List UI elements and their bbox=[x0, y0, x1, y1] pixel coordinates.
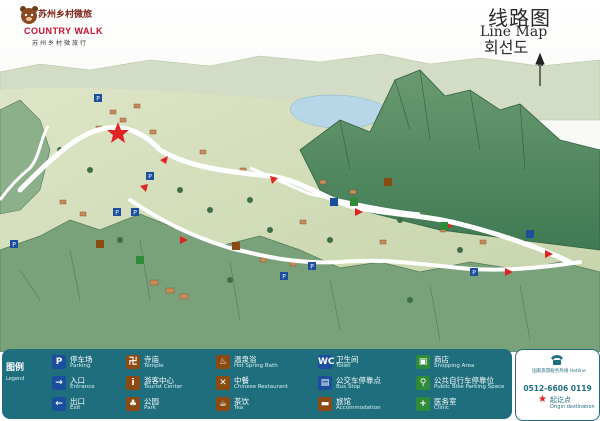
legend-label: 商店 bbox=[434, 355, 449, 364]
svg-text:P: P bbox=[96, 96, 100, 103]
origin-star-icon: ★ bbox=[538, 394, 547, 405]
hotline-text: 国家旅游服务热线 Hotline bbox=[532, 369, 586, 374]
park-icon: ♣ bbox=[126, 397, 140, 411]
restaurant-icon: ✕ bbox=[216, 376, 230, 390]
north-road bbox=[249, 166, 421, 216]
legend-label-en: Chinese Restaurant bbox=[234, 384, 288, 390]
legend-label: 茶饮 bbox=[234, 397, 249, 406]
legend-label-en: Tourist Center bbox=[144, 384, 183, 390]
legend-label-en: Public Bike Parking Space bbox=[434, 384, 505, 390]
svg-text:P: P bbox=[148, 174, 152, 181]
legend-label-en: Clinic bbox=[434, 405, 449, 411]
legend-heading: 图例 Legend bbox=[6, 355, 46, 382]
origin-label: 起讫点 bbox=[550, 396, 571, 404]
parking-icon: P bbox=[52, 355, 66, 369]
bear-mascot-icon bbox=[20, 6, 38, 24]
west-road bbox=[0, 125, 50, 201]
shop-icon: ▣ bbox=[416, 355, 430, 369]
legend-label: 出口 bbox=[70, 397, 85, 406]
hotline-number[interactable]: 0512-6606 0119 bbox=[523, 384, 592, 393]
legend-label-en: Toilet bbox=[336, 363, 351, 369]
map-title-chinese: 线路图 bbox=[488, 6, 551, 30]
legend-label: 停车场 bbox=[70, 355, 93, 364]
bike-icon: ⚲ bbox=[416, 376, 430, 390]
legend-label: 医务室 bbox=[434, 397, 457, 406]
svg-text:P: P bbox=[472, 270, 476, 277]
legend-label: 入口 bbox=[70, 376, 85, 385]
legend-label-en: Exit bbox=[70, 405, 81, 411]
svg-text:P: P bbox=[282, 274, 286, 281]
map-title-korean: 회선도 bbox=[484, 38, 529, 57]
legend-label: 卫生间 bbox=[336, 355, 359, 364]
legend-label-en: Hot Spring Bath bbox=[234, 363, 278, 369]
legend-label-en: Shopping Area bbox=[434, 363, 475, 369]
legend-label-en: Parking bbox=[70, 363, 91, 369]
legend-label: 公园 bbox=[144, 397, 159, 406]
branch-road bbox=[128, 198, 582, 272]
north-arrow bbox=[535, 52, 545, 86]
legend-label-en: Accommodation bbox=[336, 405, 381, 411]
origin-star bbox=[107, 122, 129, 143]
hot-spring-icon: ♨ bbox=[216, 355, 230, 369]
exit-icon: ← bbox=[52, 397, 66, 411]
entrance-icon: → bbox=[52, 376, 66, 390]
tourist-center-icon: i bbox=[126, 376, 140, 390]
contact-panel: 国家旅游服务热线 Hotline 0512-6606 0119 ★ 起讫点 Or… bbox=[515, 349, 600, 421]
telephone-icon bbox=[551, 355, 563, 365]
logo-brand: COUNTRY WALK bbox=[24, 26, 103, 36]
legend-label-en: Tea bbox=[234, 405, 244, 411]
clinic-icon: + bbox=[416, 397, 430, 411]
mountain-south bbox=[0, 213, 600, 352]
legend-title: 图例 bbox=[6, 363, 25, 373]
legend-label: 旅馆 bbox=[336, 397, 351, 406]
svg-text:P: P bbox=[310, 264, 314, 271]
accommodation-icon: ▬ bbox=[318, 397, 332, 411]
legend-label: 公共自行车停靠位 bbox=[434, 376, 494, 385]
legend-label: 中餐 bbox=[234, 376, 249, 385]
country-walk-logo: 苏州乡村微旅 COUNTRY WALK 苏州乡村微旅行 bbox=[18, 4, 118, 48]
north-label: N bbox=[537, 59, 544, 69]
svg-text:P: P bbox=[12, 242, 16, 249]
legend-title-en: Legend bbox=[6, 376, 25, 382]
bus-stop-icon: ▤ bbox=[318, 376, 332, 390]
logo-tagline: 苏州乡村微旅行 bbox=[32, 40, 89, 47]
tea-icon: ☕ bbox=[216, 397, 230, 411]
toilet-icon: WC bbox=[318, 355, 335, 369]
legend-label: 公交车停靠点 bbox=[336, 376, 381, 385]
legend-label-en: Entrance bbox=[70, 384, 95, 390]
svg-text:P: P bbox=[133, 210, 137, 217]
temple-icon: 卍 bbox=[126, 355, 140, 369]
legend-label-en: Bus Stop bbox=[336, 384, 361, 390]
logo-chinese-text: 苏州乡村微旅 bbox=[38, 10, 93, 20]
map-poi-markers: P P P P P P P P bbox=[10, 94, 534, 281]
svg-text:P: P bbox=[115, 210, 119, 217]
origin-label-en: Origin destination bbox=[550, 404, 595, 410]
legend-label: 寺庙 bbox=[144, 355, 159, 364]
map-title-english: Line Map bbox=[480, 24, 548, 40]
trees bbox=[57, 147, 463, 303]
legend-label: 温泉浴 bbox=[234, 355, 257, 364]
legend-label-en: Park bbox=[144, 405, 156, 411]
legend-label-en: Temple bbox=[144, 363, 164, 369]
map-illustration: P P P P P P P P N bbox=[0, 0, 600, 352]
legend-label: 游客中心 bbox=[144, 376, 174, 385]
